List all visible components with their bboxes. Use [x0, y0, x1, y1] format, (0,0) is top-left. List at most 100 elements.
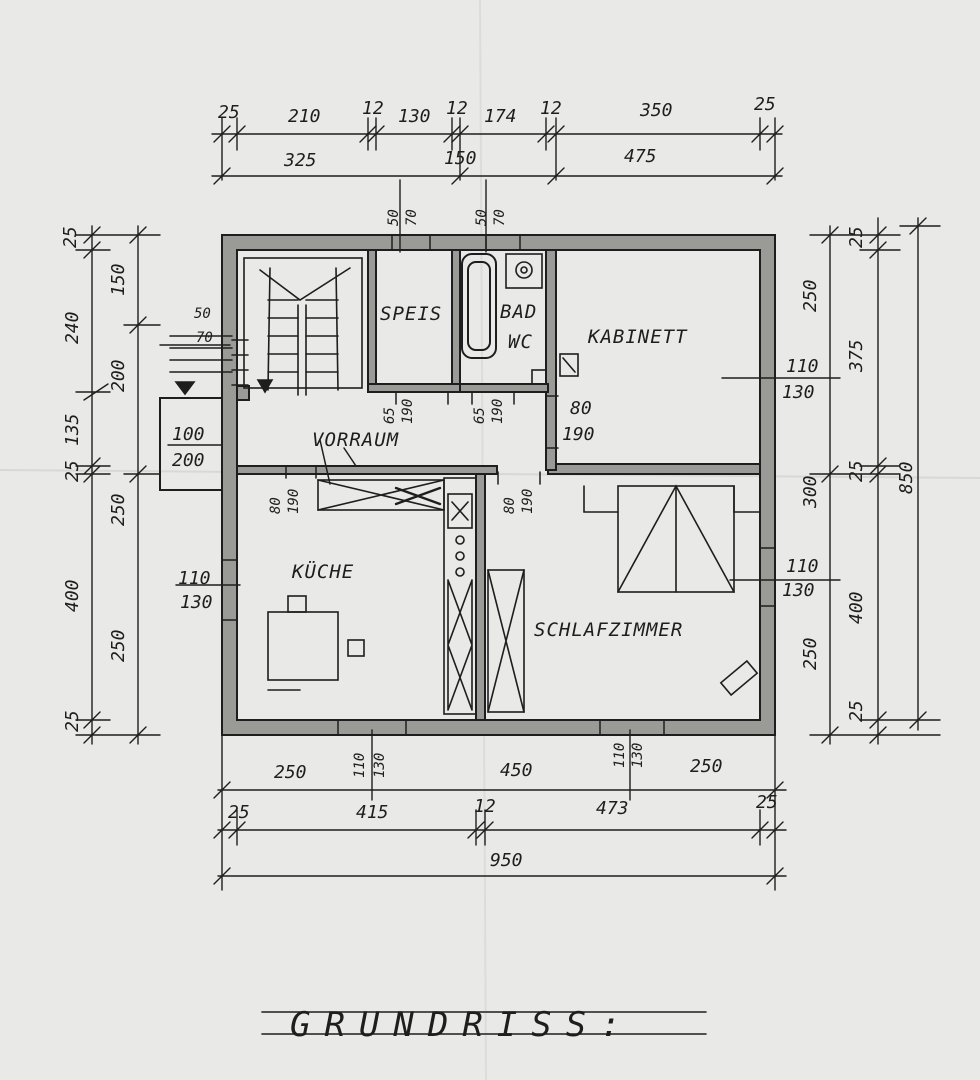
dims-right-mid: 25 375 25 400 25 — [846, 226, 867, 722]
dim-label: 110 — [352, 753, 368, 778]
schlafzimmer-heater — [719, 659, 759, 697]
drawing-title: GRUNDRISS: — [261, 1005, 707, 1045]
exterior-walls — [221, 234, 776, 736]
dim-label: 25 — [846, 700, 867, 722]
door-symbols — [221, 235, 776, 736]
dim-label: 50 — [474, 209, 490, 226]
room-label-kabinett: KABINETT — [587, 326, 688, 348]
dims-top-row1: 25 210 12 130 12 174 12 350 25 — [218, 94, 776, 127]
dim-label: 50 — [194, 306, 211, 322]
dim-label: 80 — [570, 398, 592, 419]
dim-label: 130 — [372, 753, 388, 778]
dim-label: 200 — [172, 450, 205, 471]
dim-label: 135 — [62, 413, 83, 446]
staircase — [169, 257, 363, 396]
dim-label: 25 — [754, 94, 776, 115]
dim-label: 25 — [62, 710, 83, 732]
room-label-wc: WC — [508, 331, 533, 353]
dim-label: 25 — [846, 226, 867, 248]
kabinett-heater — [559, 353, 579, 377]
dim-label: 130 — [630, 743, 646, 768]
dim-label: 250 — [274, 762, 307, 783]
kitchen-table — [267, 595, 365, 691]
dim-label: 250 — [690, 756, 723, 777]
dim-label: 473 — [596, 798, 629, 819]
opening-annotations: 50 70 50 70 50 70 100 200 65 190 65 190 … — [172, 209, 819, 778]
dim-label: 110 — [786, 356, 819, 377]
dim-label: 150 — [108, 263, 129, 296]
dim-label: 190 — [520, 489, 536, 514]
dim-label: 130 — [180, 592, 213, 613]
dim-label: 350 — [639, 100, 673, 121]
dim-label: 65 — [472, 407, 488, 424]
dim-label: 12 — [474, 796, 496, 817]
kitchen-counter — [317, 477, 477, 715]
dim-label: 400 — [62, 579, 83, 612]
dim-label: 65 — [382, 407, 398, 424]
dim-label: 190 — [562, 424, 595, 445]
dim-label: 70 — [492, 209, 508, 226]
dim-label: 325 — [283, 150, 317, 171]
dim-label: 25 — [218, 102, 240, 123]
dim-label: 200 — [108, 359, 129, 392]
dimension-lines-bottom — [213, 729, 787, 891]
dim-label: 210 — [288, 106, 321, 127]
dims-left-outer: 25 240 135 25 400 25 — [60, 226, 83, 732]
dims-bottom: 250 450 250 25 415 12 473 25 950 — [228, 756, 778, 871]
dim-label: 250 — [108, 493, 129, 526]
dim-label: 25 — [846, 460, 867, 482]
room-label-vorraum: VORRAUM — [312, 429, 399, 451]
dim-label: 850 — [896, 461, 917, 494]
dim-label: 950 — [490, 850, 523, 871]
dim-label: 12 — [446, 98, 468, 119]
dimension-lines-left — [75, 225, 241, 745]
wash-basin — [505, 253, 543, 289]
dim-label: 415 — [356, 802, 389, 823]
dim-label: 110 — [612, 743, 628, 768]
dim-label: 250 — [800, 637, 821, 670]
dim-label: 450 — [500, 760, 533, 781]
dim-label: 190 — [490, 399, 506, 424]
bathtub — [461, 253, 497, 359]
dim-label: 400 — [846, 591, 867, 624]
room-label-bad: BAD — [500, 301, 537, 323]
dims-left-inner: 150 200 250 250 — [108, 263, 129, 662]
dim-label: 110 — [786, 556, 819, 577]
dim-label: 25 — [756, 792, 778, 813]
interior-walls — [236, 249, 761, 721]
dim-label: 475 — [624, 146, 657, 167]
room-label-kueche: KÜCHE — [291, 560, 354, 583]
dim-label: 70 — [196, 330, 213, 346]
dimension-lines-top — [211, 117, 784, 253]
dimension-lines-right — [721, 217, 941, 745]
dim-label: 190 — [400, 399, 416, 424]
dim-label: 130 — [782, 580, 815, 601]
dim-label: 110 — [178, 568, 211, 589]
dim-label: 12 — [540, 98, 562, 119]
dim-label: 300 — [800, 475, 821, 509]
room-label-schlafzimmer: SCHLAFZIMMER — [534, 619, 683, 641]
dim-label: 70 — [404, 209, 420, 226]
dim-label: 50 — [386, 209, 402, 226]
dim-label: 130 — [782, 382, 815, 403]
entrance-porch — [159, 397, 223, 491]
schlafzimmer-bed — [583, 484, 761, 593]
dim-label: 250 — [800, 279, 821, 312]
dim-label: 375 — [846, 339, 867, 373]
room-label-speis: SPEIS — [380, 303, 442, 325]
dims-right-inner: 250 300 250 — [800, 279, 821, 670]
dim-label: 80 — [502, 497, 518, 514]
title-text: GRUNDRISS: — [290, 1005, 635, 1045]
dim-label: 25 — [228, 802, 250, 823]
wc-fixture — [531, 369, 547, 385]
dim-label: 150 — [444, 148, 477, 169]
dim-label: 100 — [172, 424, 205, 445]
dim-label: 130 — [398, 106, 431, 127]
dim-label: 25 — [60, 226, 81, 248]
dim-label: 250 — [108, 629, 129, 662]
dim-label: 174 — [484, 106, 517, 127]
schlafzimmer-wardrobe — [487, 569, 525, 713]
dim-label: 25 — [62, 460, 83, 482]
